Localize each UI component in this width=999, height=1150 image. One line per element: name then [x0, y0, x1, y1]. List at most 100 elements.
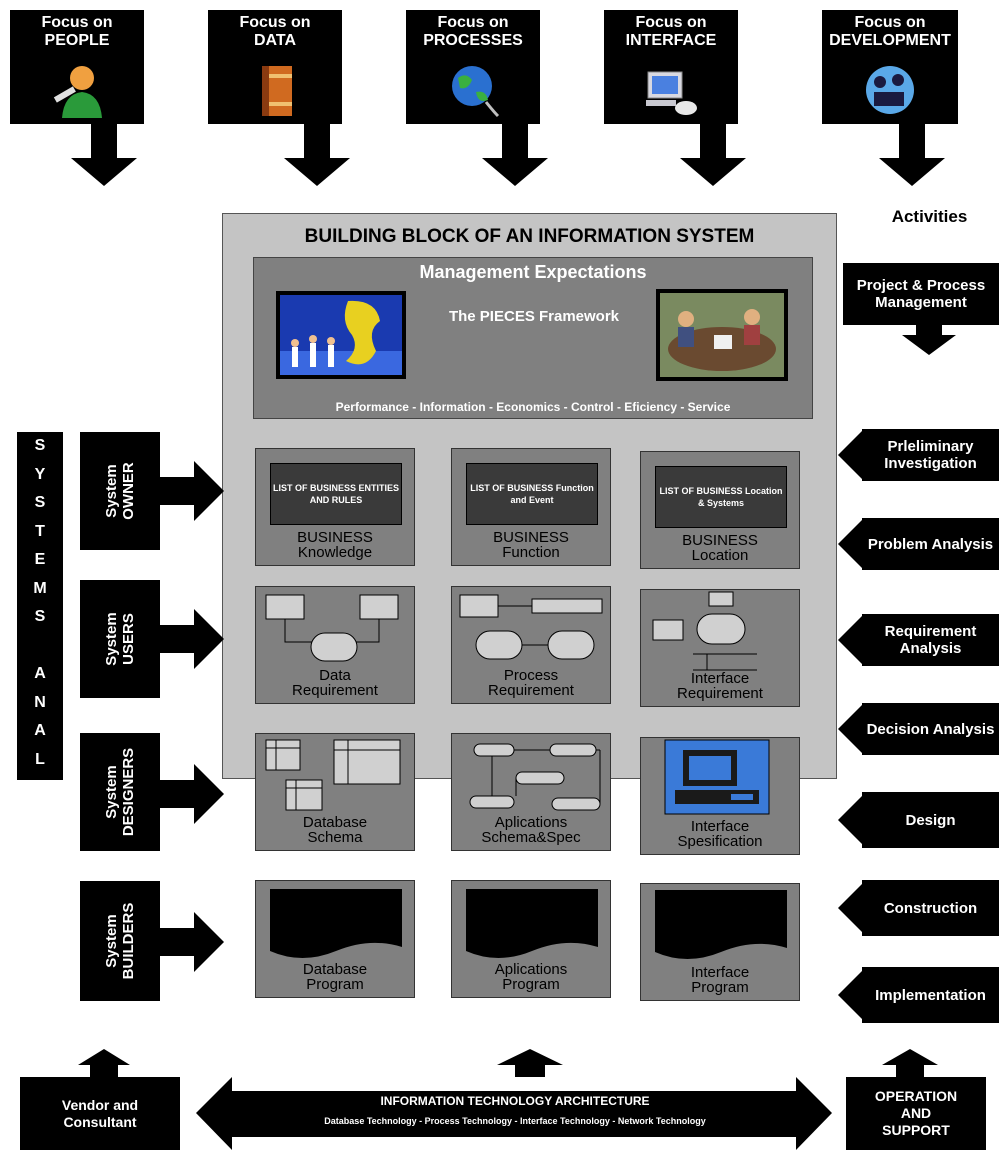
globe-icon	[452, 66, 500, 118]
focus-people-box: Focus on PEOPLE	[10, 10, 144, 124]
focus-label: Focus on	[635, 14, 707, 31]
focus-label: Focus on	[239, 14, 311, 31]
database-schema-diagram	[265, 739, 401, 811]
focus-development-box: Focus on DEVELOPMENT	[822, 10, 958, 124]
right-arrow-icon	[160, 609, 224, 669]
business-knowledge-cell: LIST OF BUSINESS ENTITIES AND RULES BUSI…	[255, 448, 415, 566]
focus-processes-box: Focus on PROCESSES	[406, 10, 540, 124]
up-arrow-icon	[882, 1049, 938, 1077]
operation-label: OPERATION AND SUPPORT	[874, 1088, 958, 1138]
focus-label: Focus on	[41, 14, 113, 31]
activity-construction: Construction	[862, 880, 999, 936]
focus-data-box: Focus on DATA	[208, 10, 342, 124]
computer-terminal-icon	[664, 739, 770, 815]
document-shape	[270, 889, 402, 958]
down-arrow-icon	[284, 124, 350, 186]
right-arrow-icon	[160, 461, 224, 521]
focus-title: PROCESSES	[423, 32, 523, 49]
down-arrow-icon	[680, 124, 746, 186]
it-architecture-subtitle: Database Technology - Process Technology…	[324, 1116, 706, 1126]
data-model-diagram	[265, 594, 399, 662]
left-arrow-icon	[838, 703, 864, 755]
process-model-diagram	[459, 594, 603, 660]
down-arrow-icon	[71, 124, 137, 186]
book-icon	[262, 66, 292, 116]
document-shape	[655, 890, 787, 959]
activity-implementation: Implementation	[862, 967, 999, 1023]
left-arrow-icon	[838, 429, 864, 481]
activity-decision-analysis: Decision Analysis	[862, 703, 999, 755]
left-arrow-icon	[838, 969, 864, 1021]
up-arrow-icon	[78, 1049, 130, 1077]
activity-preliminary-investigation: Prleliminary Investigation	[862, 429, 999, 481]
activity-design: Design	[862, 792, 999, 848]
people-group-icon	[866, 66, 914, 114]
pieces-title: The PIECES Framework	[448, 308, 620, 325]
activity-requirement-analysis: Requirement Analysis	[862, 614, 999, 666]
focus-label: Focus on	[854, 14, 926, 31]
building-block-title: BUILDING BLOCK OF AN INFORMATION SYSTEM	[304, 226, 755, 247]
business-location-box: LIST OF BUSINESS Location & Systems	[655, 466, 787, 528]
focus-title: DEVELOPMENT	[829, 32, 951, 49]
document-shape	[466, 889, 598, 958]
management-expectations-box: Management Expectations The PIECES Frame…	[253, 257, 813, 419]
right-arrow-icon	[160, 912, 224, 972]
business-function-box: LIST OF BUSINESS Function and Event	[466, 463, 598, 525]
project-management-box: Project & Process Management	[843, 263, 999, 325]
focus-title: INTERFACE	[625, 32, 717, 49]
activity-problem-analysis: Problem Analysis	[862, 518, 999, 570]
left-arrow-icon	[838, 882, 864, 934]
down-arrow-icon	[879, 124, 945, 186]
focus-label: Focus on	[437, 14, 509, 31]
focus-title: PEOPLE	[44, 32, 110, 49]
down-arrow-icon	[902, 325, 956, 355]
business-location-cell: LIST OF BUSINESS Location & Systems BUSI…	[640, 451, 800, 569]
meeting-image	[656, 289, 788, 381]
business-function-cell: LIST OF BUSINESS Function and Event BUSI…	[451, 448, 611, 566]
person-icon	[53, 66, 102, 118]
left-arrow-icon	[838, 518, 864, 570]
it-architecture-title: INFORMATION TECHNOLOGY ARCHITECTURE	[380, 1094, 650, 1108]
left-arrow-icon	[838, 614, 864, 666]
management-title: Management Expectations	[419, 262, 647, 282]
focus-interface-box: Focus on INTERFACE	[604, 10, 738, 124]
pieces-list: Performance - Information - Economics - …	[335, 400, 731, 414]
business-entities-box: LIST OF BUSINESS ENTITIES AND RULES	[270, 463, 402, 525]
up-arrow-icon	[497, 1049, 563, 1077]
down-arrow-icon	[482, 124, 548, 186]
it-architecture-double-arrow	[196, 1077, 832, 1150]
applications-schema-diagram	[469, 743, 601, 811]
vendor-consultant-box: Vendor and Consultant	[20, 1077, 180, 1150]
operation-support-box: OPERATION AND SUPPORT	[846, 1077, 986, 1150]
right-arrow-icon	[160, 764, 224, 824]
vendor-label: Vendor and Consultant	[61, 1096, 139, 1130]
computer-icon	[646, 71, 697, 115]
focus-title: DATA	[253, 32, 297, 49]
left-arrow-icon	[838, 794, 864, 846]
